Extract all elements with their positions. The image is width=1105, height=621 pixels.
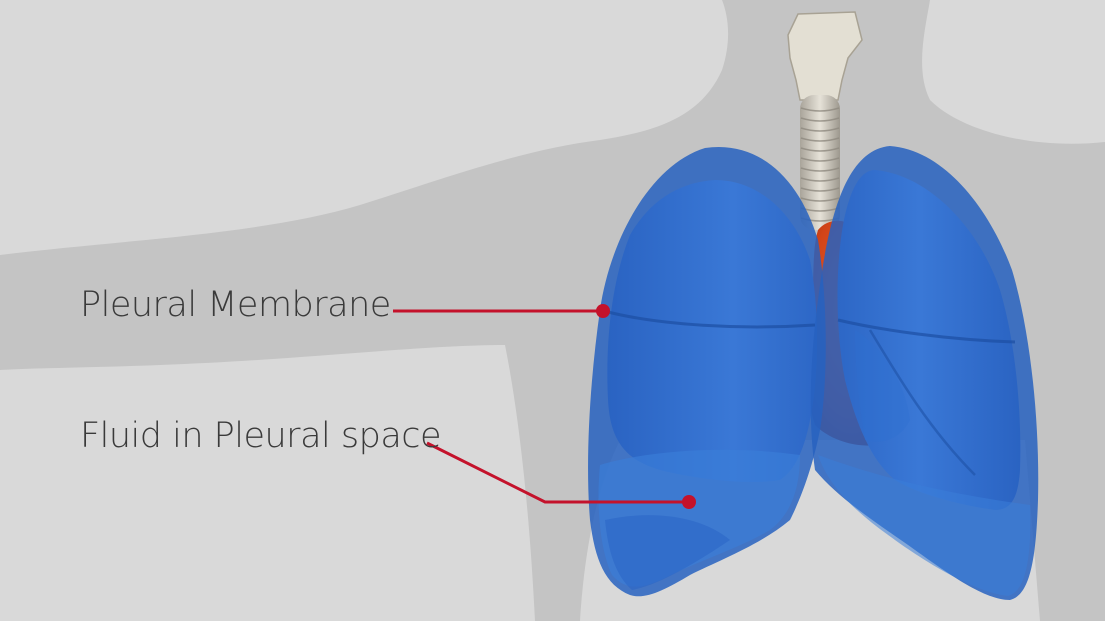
callout-pleural-membrane bbox=[393, 304, 610, 318]
label-fluid-in-pleural-space: Fluid in Pleural space bbox=[80, 416, 442, 456]
trachea-icon bbox=[787, 11, 863, 230]
lungs-icon bbox=[588, 146, 1039, 600]
label-pleural-membrane: Pleural Membrane bbox=[80, 285, 391, 325]
callout-fluid-pleural-space bbox=[426, 441, 696, 509]
